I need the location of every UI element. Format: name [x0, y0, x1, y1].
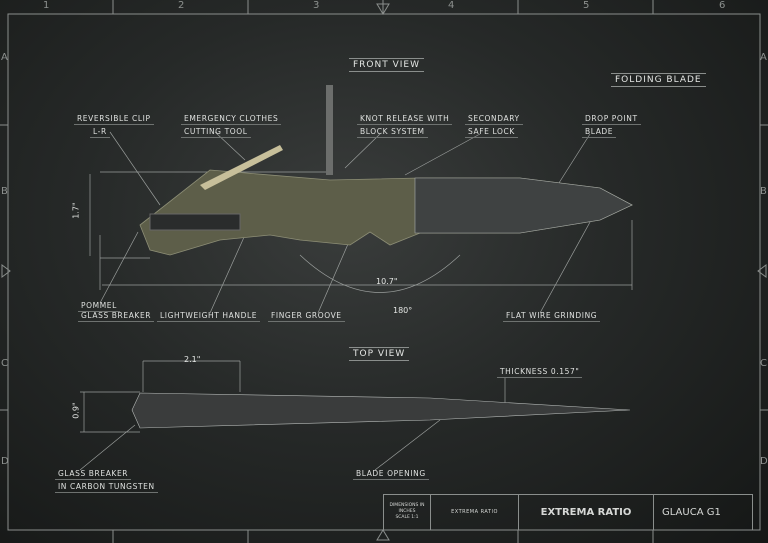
label-handle: LIGHTWEIGHT HANDLE [157, 311, 261, 322]
label-blade-opening: BLADE OPENING [353, 469, 429, 480]
brand-name: EXTREMA RATIO [540, 506, 632, 518]
grid-row-a: A [1, 52, 8, 63]
label-pommel-2: GLASS BREAKER [78, 311, 155, 322]
grid-row-a-right: A [760, 52, 767, 63]
grid-col-4: 4 [448, 0, 455, 11]
label-drop-point-2: BLADE [582, 127, 617, 138]
label-glass-breaker-2: IN CARBON TUNGSTEN [55, 482, 158, 493]
dims-line-2: INCHES [398, 509, 416, 514]
grid-col-1: 1 [43, 0, 50, 11]
center-marks [1, 3, 767, 541]
dim-top-height: 0.9" [71, 402, 81, 419]
label-knot-release: KNOT RELEASE WITH [357, 114, 453, 125]
label-pommel: POMMEL [78, 301, 120, 312]
title-block [383, 494, 753, 530]
grid-col-6: 6 [719, 0, 726, 11]
grid-row-d-right: D [760, 456, 768, 467]
dims-line-1: DIMENSIONS IN [389, 503, 425, 508]
title-brand: EXTREMA RATIO [518, 494, 653, 530]
label-glass-breaker: GLASS BREAKER [55, 469, 132, 480]
grid-col-5: 5 [583, 0, 590, 11]
label-drop-point: DROP POINT [582, 114, 641, 125]
grid-row-b-right: B [760, 186, 767, 197]
dim-length: 10.7" [376, 277, 398, 286]
knife-top-view [131, 392, 631, 429]
logo-text: EXTREMA RATIO [451, 509, 498, 515]
dim-top-length: 2.1" [184, 355, 201, 364]
dim-height: 1.7" [71, 202, 81, 219]
label-safe-lock: SECONDARY [465, 114, 523, 125]
label-cutting-tool: EMERGENCY CLOTHES [181, 114, 282, 125]
grid-row-c: C [1, 358, 8, 369]
folding-blade-title: FOLDING BLADE [611, 73, 706, 87]
label-cutting-tool-2: CUTTING TOOL [181, 127, 251, 138]
knife-front-view [139, 85, 633, 256]
label-safe-lock-2: SAFE LOCK [465, 127, 518, 138]
grid-row-c-right: C [760, 358, 767, 369]
front-view-title: FRONT VIEW [349, 58, 425, 72]
model-name: GLAUCA G1 [662, 506, 721, 518]
label-thickness: THICKNESS 0.157" [497, 367, 583, 378]
title-logo: EXTREMA RATIO [430, 494, 518, 530]
title-dimensions: DIMENSIONS IN INCHES SCALE 1:1 [383, 494, 430, 530]
label-flat-grinding: FLAT WIRE GRINDING [503, 311, 601, 322]
title-model: GLAUCA G1 [653, 494, 752, 530]
label-reversible-clip-2: L-R [90, 127, 110, 138]
label-finger-groove: FINGER GROOVE [268, 311, 345, 322]
label-reversible-clip: REVERSIBLE CLIP [74, 114, 154, 125]
grid-row-d: D [1, 456, 9, 467]
grid-col-3: 3 [313, 0, 320, 11]
dims-line-3: SCALE 1:1 [395, 515, 419, 520]
clip [149, 213, 241, 231]
top-view-title: TOP VIEW [349, 347, 410, 361]
label-knot-release-2: BLOCK SYSTEM [357, 127, 428, 138]
grid-row-b: B [1, 186, 8, 197]
frame-border [7, 13, 761, 531]
dim-angle: 180° [393, 306, 413, 315]
grid-col-2: 2 [178, 0, 185, 11]
